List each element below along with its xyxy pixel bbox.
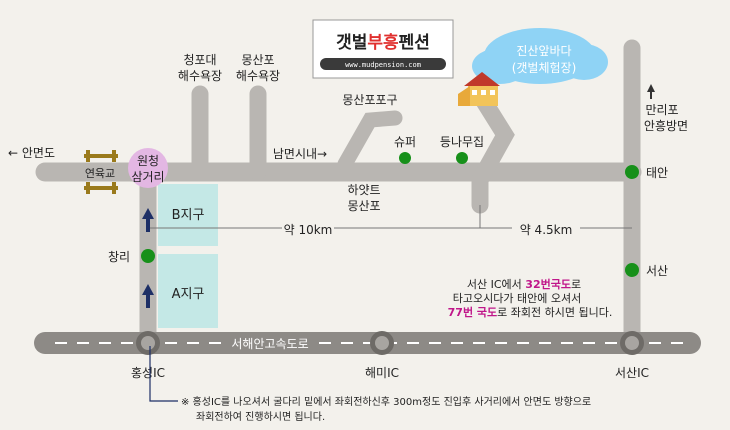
hongseong-note-line2: 좌회전하여 진행하시면 됩니다. [196, 410, 325, 423]
bridge-icon [84, 150, 118, 194]
mongsanpo-port-label: 몽산포포구 [342, 93, 397, 107]
sea-cloud-icon [472, 28, 608, 84]
deungna-label: 등나무집 [440, 135, 484, 149]
brand-url: www.mudpension.com [345, 61, 421, 69]
ic-hongseong-marker [136, 331, 160, 355]
highway-label: 서해안고속도로 [231, 337, 308, 351]
cheongpodae-label-1: 청포대 [183, 53, 216, 67]
north-arrow-icon [647, 84, 655, 99]
anmyeondo-label: ← 안면도 [8, 146, 55, 160]
woncheong-junction-marker [128, 148, 168, 188]
road-mongsanpo-port [337, 110, 403, 172]
brand-name: 갯벌부흥펜션 [336, 32, 430, 53]
marker-taean [625, 165, 639, 179]
nammyeon-label: 남면시내→ [273, 147, 327, 161]
brand-name-3: 펜션 [399, 33, 430, 53]
distance-4-5km: 약 4.5km [520, 222, 573, 237]
seosan-note-line1: 서산 IC에서 32번국도로 [467, 277, 581, 291]
manripo-label-2: 안흥방면 [644, 119, 688, 133]
hongseong-note-line1: ※ 홍성IC를 나오셔서 굴다리 밑에서 좌회전하신후 300m정도 진입후 사… [181, 395, 591, 408]
ic-haemi-marker [370, 331, 394, 355]
hyatt-label-1: 하얏트 [347, 183, 380, 197]
up-arrow-icon-lower [142, 284, 154, 308]
a-zone-label: A지구 [172, 287, 205, 302]
pension-house-icon [458, 72, 500, 106]
marker-changri [141, 249, 155, 263]
marker-seosan [625, 263, 639, 277]
woncheong-label-2: 삼거리 [131, 170, 164, 184]
ic-hongseong-label: 홍성IC [131, 366, 165, 380]
road-to-pension [471, 86, 515, 214]
ic-haemi-label: 해미IC [365, 366, 399, 380]
seosan-note-line3: 77번 국도로 좌회전 하시면 됩니다. [448, 305, 613, 319]
distance-10km: 약 10km [284, 222, 333, 237]
seosan-label: 서산 [646, 264, 668, 278]
super-label: 슈퍼 [394, 135, 416, 149]
brand-name-2: 부흥 [367, 32, 399, 53]
b-zone-label: B지구 [172, 208, 205, 223]
ic-seosan-marker [620, 331, 644, 355]
a-zone-area [158, 254, 218, 328]
cheongpodae-label-2: 해수욕장 [178, 69, 222, 83]
brand-name-1: 갯벌 [336, 33, 367, 53]
marker-deungna [456, 152, 468, 164]
taean-label: 태안 [646, 166, 668, 180]
mongsanpo-label-2: 해수욕장 [236, 69, 280, 83]
up-arrow-icon [142, 208, 154, 232]
marker-super [399, 152, 411, 164]
manripo-label-1: 만리포 [645, 103, 678, 117]
ic-seosan-label: 서산IC [615, 366, 649, 380]
hongseong-pointer [149, 346, 178, 402]
mongsanpo-label-1: 몽산포 [241, 53, 274, 67]
jinsan-sea-label-2: (갯벌체험장) [512, 61, 577, 75]
seosan-note-line2: 타고오시다가 태안에 오셔서 [453, 292, 581, 305]
jinsan-sea-label-1: 진산앞바다 [516, 44, 571, 58]
woncheong-label-1: 원청 [137, 154, 159, 168]
yeonyukgyo-label: 연육교 [85, 167, 115, 180]
brand-logo: 갯벌부흥펜션 www.mudpension.com [312, 19, 454, 79]
b-zone-area [158, 184, 218, 246]
changri-label: 창리 [108, 250, 130, 264]
hyatt-label-2: 몽산포 [347, 199, 380, 213]
